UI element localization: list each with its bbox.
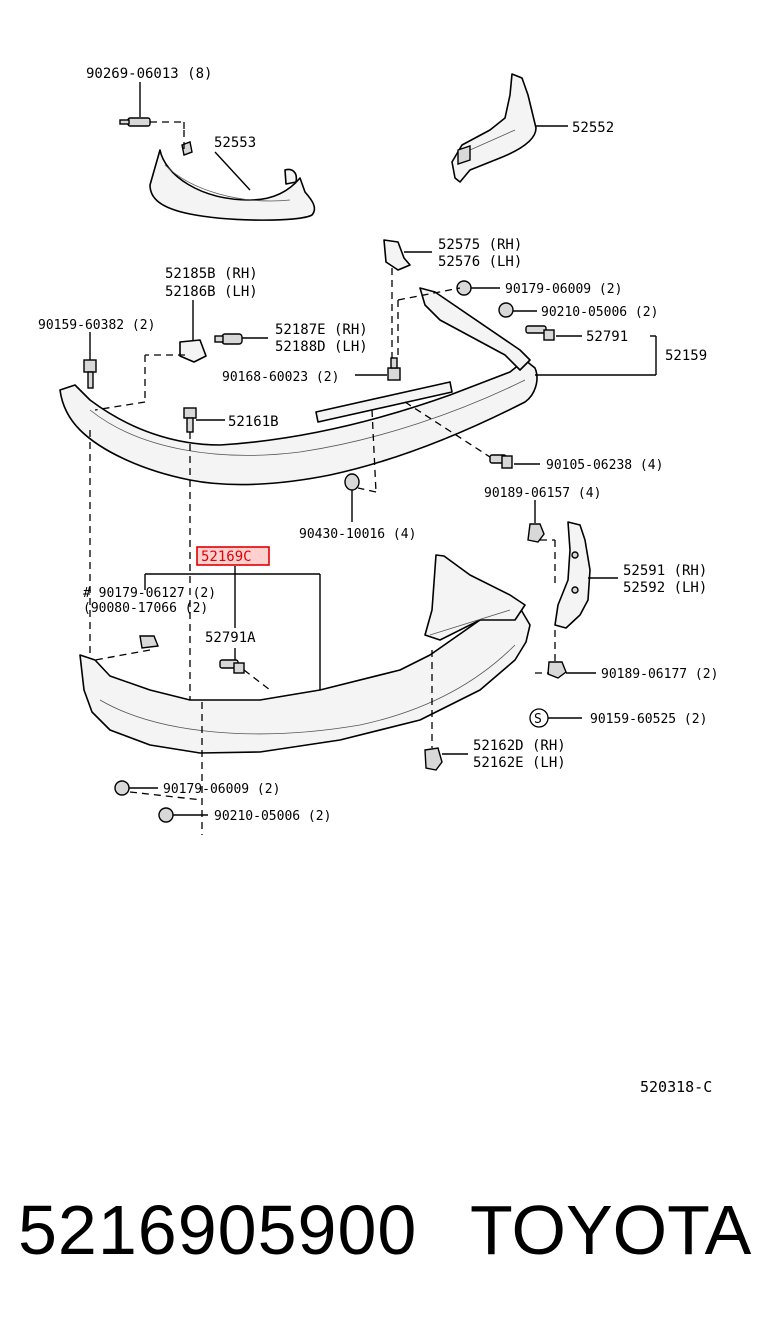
nut-90210b-icon	[158, 807, 174, 823]
label-90430: 90430-10016 (4)	[299, 527, 416, 542]
bolt-90159-icon	[83, 359, 97, 389]
label-90269: 90269-06013 (8)	[86, 66, 212, 82]
label-52187: 52187E (RH)	[275, 322, 368, 338]
dash-90105	[404, 401, 491, 458]
pin-52187-icon	[214, 333, 243, 345]
label-52188: 52188D (LH)	[275, 339, 368, 355]
label-52592: 52592 (LH)	[623, 580, 707, 596]
part-52552-drawing	[451, 73, 537, 183]
label-52791: 52791	[586, 329, 628, 345]
label-52162e: 52162E (LH)	[473, 755, 566, 771]
dash-52791a	[243, 669, 271, 691]
dash-90430	[371, 409, 377, 493]
label-52186: 52186B (LH)	[165, 284, 258, 300]
bolt-90168-icon	[387, 357, 401, 381]
part-52169c-drawing	[79, 554, 531, 754]
dash-90179b	[94, 649, 151, 661]
clip-90179b-icon	[139, 635, 159, 649]
part-number: 5216905900	[18, 1191, 418, 1269]
label-52169c[interactable]: 52169C	[201, 549, 252, 565]
dash-bottom-b	[129, 791, 203, 801]
nut-90210a-icon	[498, 302, 514, 318]
label-52159: 52159	[665, 348, 707, 364]
label-90105: 90105-06238 (4)	[546, 458, 663, 473]
label-52575: 52575 (RH)	[438, 237, 522, 253]
diagram-code: 520318-C	[640, 1078, 713, 1096]
label-90210b: 90210-05006 (2)	[214, 809, 331, 824]
label-90210a: 90210-05006 (2)	[541, 305, 658, 320]
label-90179c: 90179-06009 (2)	[163, 782, 280, 797]
label-s-mark: S	[534, 712, 542, 727]
label-52162d: 52162D (RH)	[473, 738, 566, 754]
clip-52185-icon	[179, 339, 207, 363]
dash-52185-c	[94, 401, 146, 411]
label-90159: 90159-60382 (2)	[38, 318, 155, 333]
clip-52162-icon	[424, 747, 443, 771]
label-90168: 90168-60023 (2)	[222, 370, 339, 385]
label-52576: 52576 (LH)	[438, 254, 522, 270]
label-90189a: 90189-06157 (4)	[484, 486, 601, 501]
clip-52161-icon	[183, 407, 197, 433]
nut-90189b-icon	[547, 661, 567, 679]
label-90179a: 90179-06009 (2)	[505, 282, 622, 297]
label-90189b: 90189-06177 (2)	[601, 667, 718, 682]
label-90159b: 90159-60525 (2)	[590, 712, 707, 727]
screw-52791a-icon	[219, 659, 245, 674]
nut-90189a-icon	[527, 523, 545, 543]
label-52591: 52591 (RH)	[623, 563, 707, 579]
bracket-52591-drawing	[554, 521, 591, 629]
dash-90430-b	[357, 487, 377, 493]
label-90080: (90080-17066 (2)	[83, 601, 208, 616]
label-52553: 52553	[214, 135, 256, 151]
label-52791a: 52791A	[205, 630, 256, 646]
label-52161: 52161B	[228, 414, 279, 430]
dash-top	[397, 287, 461, 301]
bolt-90105-icon	[489, 454, 513, 469]
label-52185: 52185B (RH)	[165, 266, 258, 282]
label-52552: 52552	[572, 120, 614, 136]
grommet-90430-icon	[344, 473, 360, 491]
part-52159-drawing	[59, 287, 538, 486]
retainer-52575-icon	[383, 239, 411, 271]
screw-90269-icon	[119, 117, 151, 127]
lead-52553	[214, 151, 251, 191]
clip-90179c-icon	[114, 780, 130, 796]
highlight-52169c[interactable]: 52169C	[196, 546, 270, 566]
label-90179b: # 90179-06127 (2)	[83, 586, 216, 601]
screw-52791-icon	[525, 325, 555, 341]
part-52553-drawing	[149, 141, 316, 221]
brand-name: TOYOTA	[470, 1191, 752, 1269]
